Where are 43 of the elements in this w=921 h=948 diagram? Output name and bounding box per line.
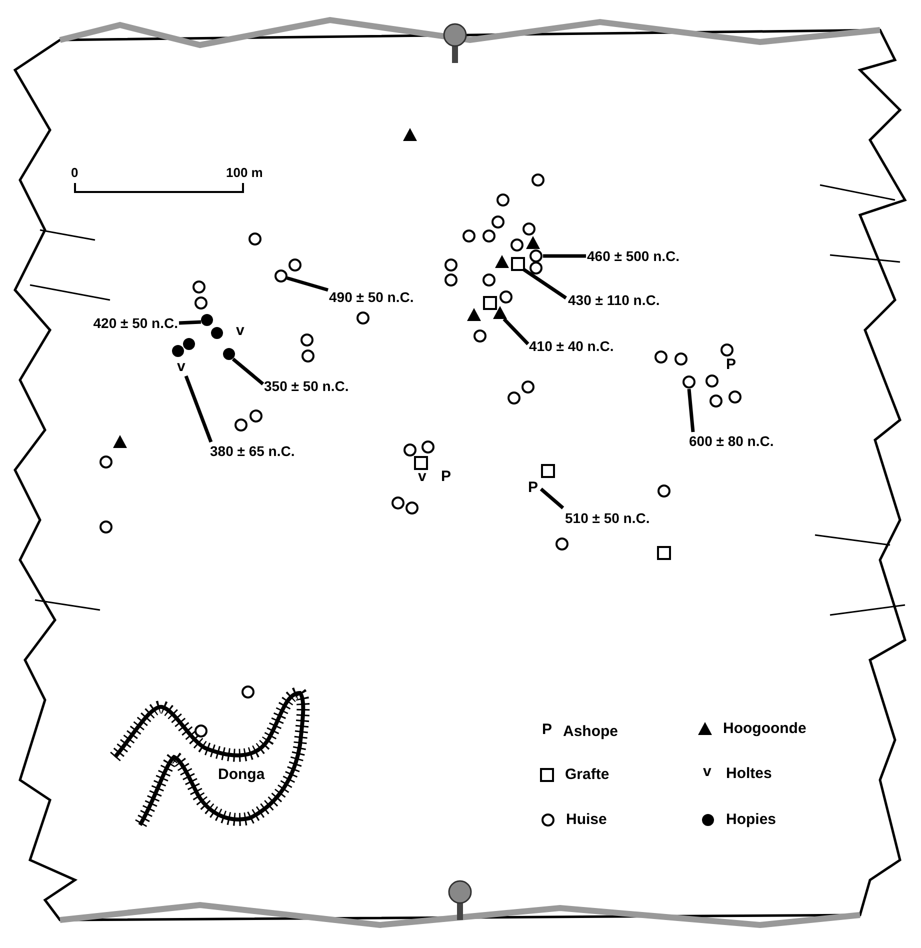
map-letter: v: [177, 358, 186, 376]
map-letter: P: [528, 479, 538, 497]
leader-line: [178, 320, 202, 325]
house-symbol: [530, 250, 542, 262]
map-letter: P: [441, 468, 452, 486]
legend-text: Huise: [566, 811, 607, 829]
legend-text: Grafte: [565, 766, 610, 784]
leader-line: [522, 268, 567, 300]
legend-letter: v: [703, 763, 712, 781]
leader-line: [232, 358, 264, 386]
date-label: 350 ± 50 n.C.: [264, 377, 349, 395]
legend-text: Hoogoonde: [723, 720, 806, 738]
leader-line: [286, 276, 328, 292]
leader-line: [540, 488, 564, 510]
date-label: 420 ± 50 n.C.: [93, 314, 178, 332]
leader-line: [687, 388, 695, 432]
grave-symbol: [511, 257, 525, 271]
house-symbol: [682, 376, 696, 388]
date-label: 460 ± 500 n.C.: [587, 247, 680, 265]
date-label: 410 ± 40 n.C.: [529, 337, 614, 355]
gully-outline: [110, 685, 310, 830]
legend-text: Hopies: [726, 811, 776, 829]
date-label: 510 ± 50 n.C.: [565, 509, 650, 527]
leader-line: [184, 375, 213, 443]
heap-symbol: [201, 314, 213, 326]
leader-line: [502, 318, 530, 346]
map-letter: v: [236, 322, 244, 340]
legend-letter: P: [542, 721, 552, 739]
legend-text: Ashope: [563, 723, 618, 741]
gully-label: Donga: [218, 766, 265, 784]
legend-text: Holtes: [726, 765, 772, 783]
date-label: 600 ± 80 n.C.: [689, 432, 774, 450]
house-symbol: [274, 270, 288, 282]
scale-label: 100 m: [226, 164, 263, 182]
date-label: 490 ± 50 n.C.: [329, 288, 414, 306]
map-letter: v: [418, 468, 426, 486]
scale-label: 0: [71, 164, 78, 182]
date-label: 430 ± 110 n.C.: [568, 291, 660, 309]
date-label: 380 ± 65 n.C.: [210, 442, 295, 460]
leader-line: [543, 254, 586, 258]
map-letter: P: [726, 356, 736, 374]
mound-symbol: [493, 306, 507, 319]
heap-symbol: [223, 348, 235, 360]
